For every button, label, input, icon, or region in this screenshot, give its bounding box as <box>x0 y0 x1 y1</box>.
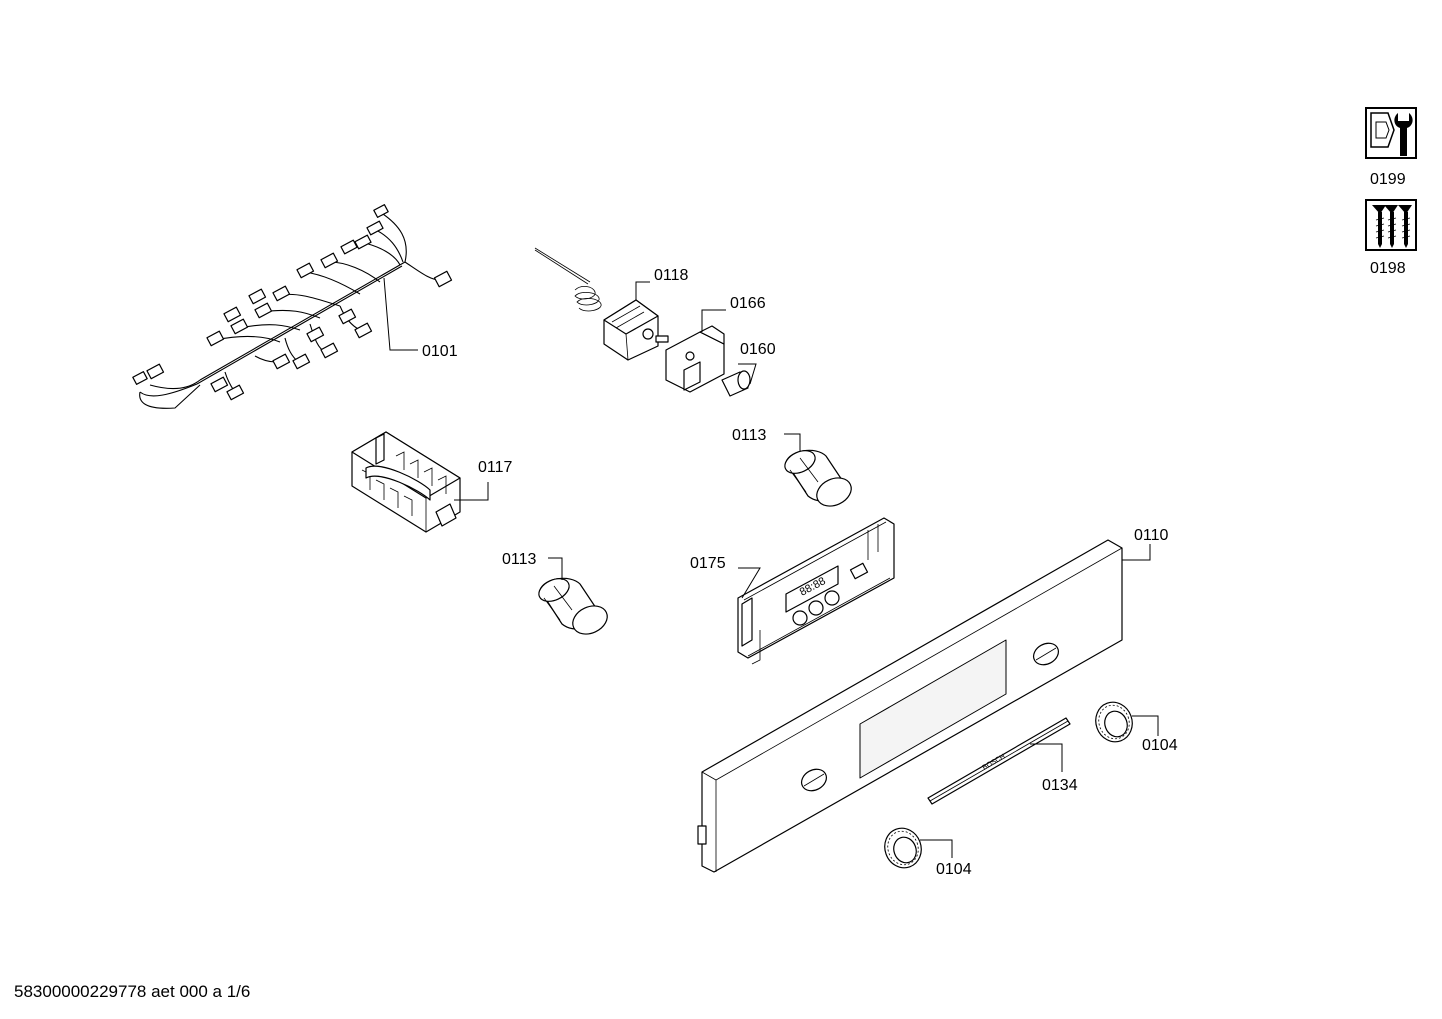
part-label-0113-bottom[interactable]: 0113 <box>502 551 537 568</box>
bracket-part[interactable] <box>665 325 725 393</box>
part-label-0166[interactable]: 0166 <box>730 295 766 312</box>
leader-line-0101 <box>383 277 418 351</box>
part-label-0118[interactable]: 0118 <box>654 267 689 284</box>
part-label-0134[interactable]: 0134 <box>1042 777 1078 794</box>
control-knob-top-part[interactable] <box>781 446 856 511</box>
screws-icon[interactable] <box>1365 199 1417 251</box>
tools-icon[interactable] <box>1365 107 1417 159</box>
control-module-part[interactable]: 88:88 <box>737 517 895 665</box>
leader-line-0113-top <box>784 433 801 452</box>
leader-line-0113-bottom <box>548 557 563 580</box>
part-label-0101[interactable]: 0101 <box>422 343 458 360</box>
leader-line-0175 <box>738 567 761 599</box>
part-label-0104-lower[interactable]: 0104 <box>936 861 972 878</box>
part-label-0175[interactable]: 0175 <box>690 555 726 572</box>
part-label-0160[interactable]: 0160 <box>740 341 776 358</box>
knob-ring-lower-part[interactable] <box>879 823 927 873</box>
wiring-harness-part[interactable] <box>132 204 453 409</box>
small-knob-part[interactable] <box>721 370 751 397</box>
leader-line-0166 <box>701 309 726 332</box>
thermostat-part[interactable] <box>534 247 669 361</box>
leader-line-0118 <box>635 281 650 300</box>
control-knob-bottom-part[interactable] <box>535 574 612 639</box>
part-label-0113-top[interactable]: 0113 <box>732 427 767 444</box>
part-label-0117[interactable]: 0117 <box>478 459 513 476</box>
part-label-0198[interactable]: 0198 <box>1370 260 1406 277</box>
leader-line-0110 <box>1122 544 1151 561</box>
leader-line-0134 <box>1030 743 1063 772</box>
part-label-0110[interactable]: 0110 <box>1134 527 1169 544</box>
knob-ring-upper-part[interactable] <box>1090 697 1138 747</box>
control-panel-fascia-part[interactable] <box>697 539 1123 873</box>
leader-line-0117 <box>454 482 489 501</box>
leader-line-0104-upper <box>1132 715 1159 736</box>
part-label-0199[interactable]: 0199 <box>1370 171 1406 188</box>
selector-switch-part[interactable] <box>351 431 461 533</box>
leader-line-0160 <box>738 363 757 385</box>
leader-line-0104-lower <box>920 839 953 858</box>
document-reference-footer: 58300000229778 aet 000 a 1/6 <box>14 982 251 1001</box>
part-label-0104-upper[interactable]: 0104 <box>1142 737 1178 754</box>
